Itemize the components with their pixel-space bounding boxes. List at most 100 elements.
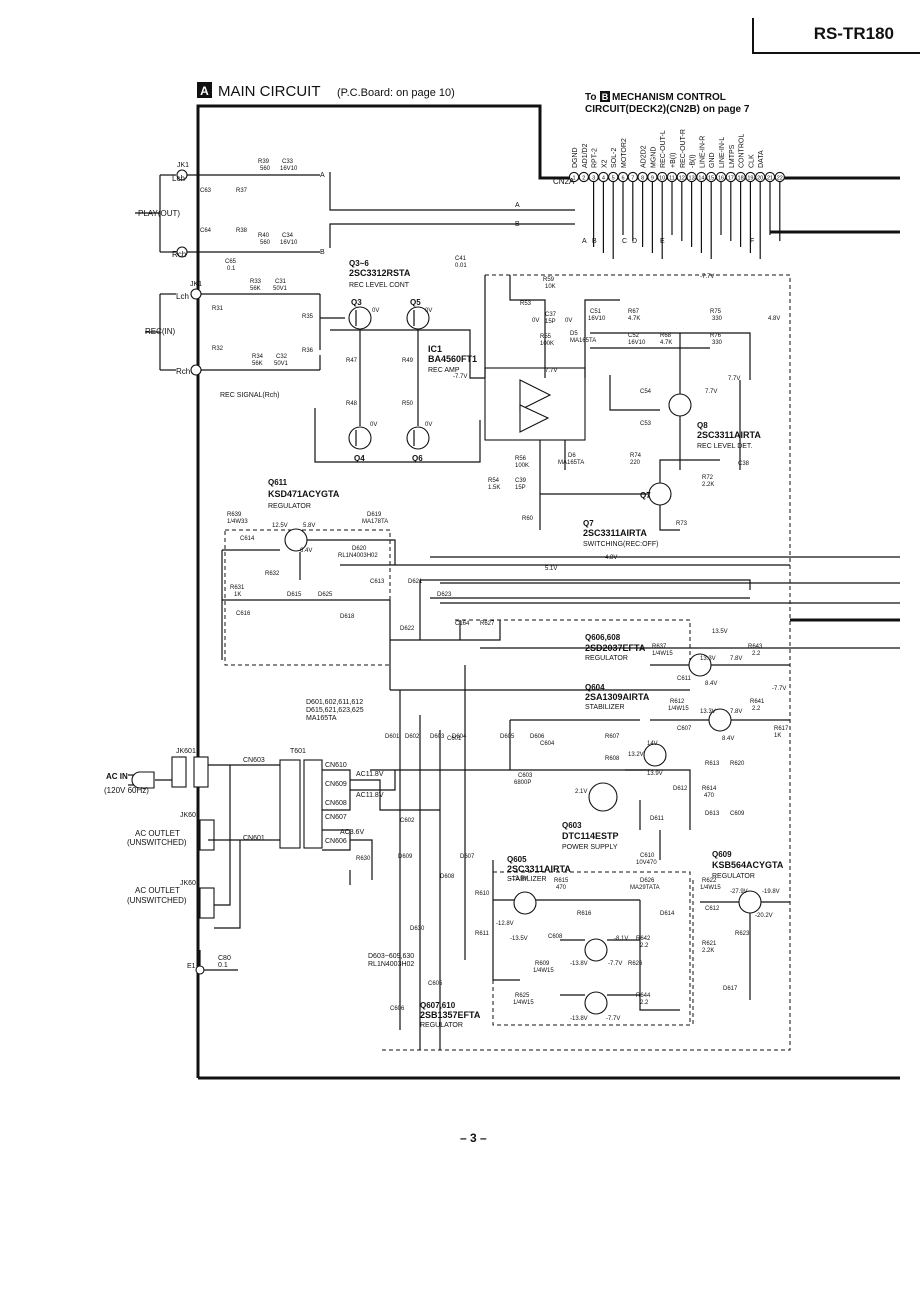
- label-c32v: 50V1: [274, 361, 289, 367]
- title-note: (P.C.Board: on page 10): [337, 87, 455, 99]
- label-r631v: 1K: [234, 592, 241, 598]
- cn2a-pin-14: [696, 171, 707, 183]
- label-d617: D617: [723, 986, 738, 992]
- label-r68: R68: [660, 333, 672, 339]
- voltage-v23: 13.9V: [647, 771, 663, 777]
- label-r36: R36: [302, 348, 314, 354]
- cn2a-pin-name: REC-OUT-R: [680, 129, 687, 168]
- label-r48: R48: [346, 401, 358, 407]
- voltage-v39: 0V: [370, 422, 377, 428]
- label-r614v: 470: [704, 793, 715, 799]
- wire-a: [329, 172, 575, 211]
- label-dlist4: D603~609,630: [368, 953, 414, 960]
- label-c39v: 15P: [515, 485, 526, 491]
- label-r59v: 10K: [545, 284, 556, 290]
- label-d622: D622: [400, 626, 415, 632]
- voltage-v14: 13.5V: [712, 629, 728, 635]
- label-q604p: 2SA1309AIRTA: [585, 692, 650, 702]
- label-q605: Q605: [507, 855, 527, 864]
- cn2a-pin-22: [774, 171, 785, 183]
- label-r32: R32: [212, 346, 224, 352]
- play-out-label: PLAY(OUT): [138, 209, 180, 218]
- cn2a-pin-name: +B(I): [670, 153, 677, 168]
- label-c616: C616: [236, 611, 251, 617]
- voltage-v3: 0V: [565, 318, 572, 324]
- label-r37: R37: [236, 188, 248, 194]
- label-dlist5: RL1N4003H02: [368, 961, 414, 968]
- cn2a-pin-8: [637, 171, 648, 183]
- cn2a-pin-number: 19: [747, 176, 753, 182]
- label-c33v: 16V10: [280, 166, 298, 172]
- label-cn609: CN609: [325, 781, 347, 788]
- cn2a-pin-21: [764, 171, 776, 183]
- q610-transistor: [584, 991, 608, 1015]
- label-q4: Q4: [354, 454, 365, 463]
- label-c53: C53: [640, 421, 652, 427]
- cn2a-pin-4: [598, 171, 609, 183]
- label-q604d: STABILIZER: [585, 704, 625, 711]
- label-r54v: 1.5K: [488, 485, 500, 491]
- voltage-v4: 7.7V: [545, 368, 557, 374]
- cn2a-pin-13: [686, 171, 697, 183]
- label-r644v: 2.2: [640, 1000, 649, 1006]
- label-c613: C613: [370, 579, 385, 585]
- label-r76: R76: [710, 333, 722, 339]
- label-r56v: 100K: [515, 463, 529, 469]
- q605-transistor: [513, 891, 537, 915]
- label-r612v: 1/4W15: [668, 706, 689, 712]
- label-r35: R35: [302, 314, 314, 320]
- label-c608: C608: [548, 934, 563, 940]
- cn2a-pin-9: [647, 171, 658, 183]
- label-q605p: 2SC3311AIRTA: [507, 864, 571, 874]
- cn2a-pin-name: CLK: [748, 154, 755, 168]
- label-q605d: STABILIZER: [507, 876, 547, 883]
- label-q5: Q5: [410, 298, 421, 307]
- voltage-v33: -27.9V: [730, 889, 748, 895]
- label-d625: D625: [318, 592, 333, 598]
- label-c65v: 0.1: [227, 266, 236, 272]
- cn2a-pin-number: 20: [757, 176, 763, 182]
- label-r40v: 560: [260, 240, 271, 246]
- cn2a-pin-5: [608, 171, 619, 183]
- label-acv: (120V 60Hz): [104, 786, 149, 795]
- dashed-region-ps: [455, 619, 691, 660]
- cn2a-pin-number: 22: [777, 176, 783, 182]
- cn2a-pin-name: MOTOR2: [621, 138, 628, 168]
- label-r56: R56: [515, 456, 527, 462]
- connector-badge: B: [602, 92, 609, 102]
- label-r632: R632: [265, 571, 280, 577]
- connector-title: MECHANISM CONTROL: [612, 92, 726, 103]
- voltage-v30: -7.7V: [608, 961, 622, 967]
- label-r641: R641: [750, 699, 765, 705]
- label-c605: C605: [428, 981, 443, 987]
- voltage-v36: -7.7V: [772, 686, 786, 692]
- t601-secondary: [303, 759, 323, 849]
- label-r55v: 100K: [540, 341, 554, 347]
- voltage-v35: -20.2V: [755, 913, 773, 919]
- label-r625: R625: [515, 993, 530, 999]
- label-r612: R612: [670, 699, 685, 705]
- label-q7: Q7: [640, 491, 651, 500]
- label-r643: R643: [748, 644, 763, 650]
- label-d612: D612: [673, 786, 688, 792]
- label-r621: R621: [702, 941, 717, 947]
- voltage-v27: -13.5V: [510, 936, 528, 942]
- label-r39: R39: [258, 159, 270, 165]
- voltage-v20: 8.4V: [722, 736, 734, 742]
- label-r40: R40: [258, 233, 270, 239]
- label-r74v: 220: [630, 460, 641, 466]
- cn2a-pin-name: SOL-2: [611, 148, 618, 168]
- label-r639: R639: [227, 512, 242, 518]
- label-r621v: 2.2K: [702, 948, 714, 954]
- cn2a-pin-number: 7: [631, 176, 634, 182]
- label-dlist3: MA165TA: [306, 715, 337, 722]
- label-c63: C63: [200, 188, 212, 194]
- label-r615: R615: [554, 878, 569, 884]
- label-q603p: DTC114ESTP: [562, 831, 619, 841]
- play-lch-label: Lch: [172, 174, 185, 183]
- cn2a-pin-number: 3: [592, 176, 595, 182]
- cn2a-pin-name: DATA: [758, 150, 765, 168]
- label-c52v: 16V10: [628, 340, 646, 346]
- ic1-opamp-a: [519, 379, 552, 411]
- label-r39v: 560: [260, 166, 271, 172]
